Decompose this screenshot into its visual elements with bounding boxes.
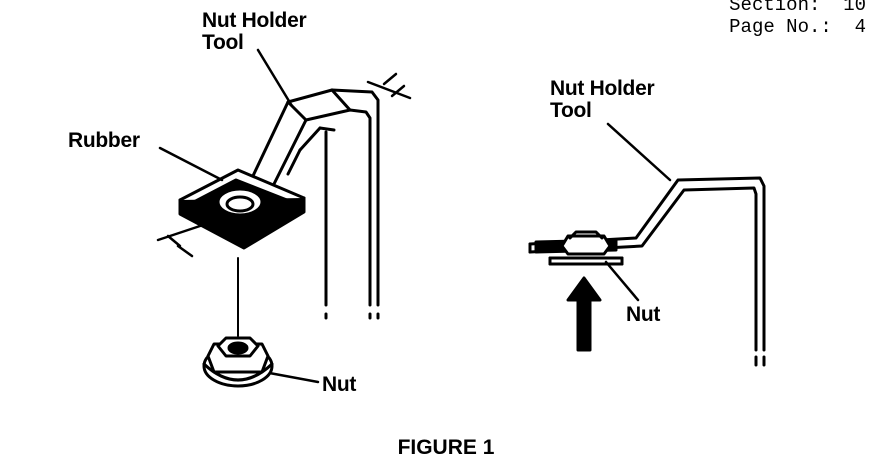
left-nut [202, 336, 274, 388]
left-tool-legs-dashed [324, 278, 380, 320]
left-tool-label: Nut Holder Tool [202, 9, 307, 54]
left-dimension-marks [156, 72, 412, 258]
page-label: Page No.: [729, 16, 832, 38]
right-leader-lines [604, 122, 672, 302]
left-tool-bar [250, 88, 380, 302]
right-nut-label: Nut [626, 303, 661, 326]
left-nut-label: Nut [322, 373, 357, 396]
section-value: 10 [843, 0, 866, 16]
figure-caption: FIGURE 1 [397, 436, 495, 459]
push-up-arrow [566, 276, 602, 352]
section-label: Section: [729, 0, 821, 16]
page-header: Section: 10 Page No.: 4 [729, 0, 866, 38]
left-tool-label-line1: Nut Holder [202, 9, 307, 32]
right-tool-label-line1: Nut Holder [550, 77, 655, 100]
left-tool-label-line2: Tool [202, 31, 244, 54]
left-leader-lines [158, 48, 320, 384]
left-rubber-pad [178, 168, 306, 250]
right-tool-label-line2: Tool [550, 99, 592, 122]
rubber-label: Rubber [68, 129, 140, 152]
right-tool-legs-dashed [754, 338, 766, 374]
right-tool-bar [528, 176, 766, 352]
right-tool-label: Nut Holder Tool [550, 77, 655, 122]
right-nut-assembly [534, 230, 624, 266]
page-value: 4 [854, 16, 866, 38]
